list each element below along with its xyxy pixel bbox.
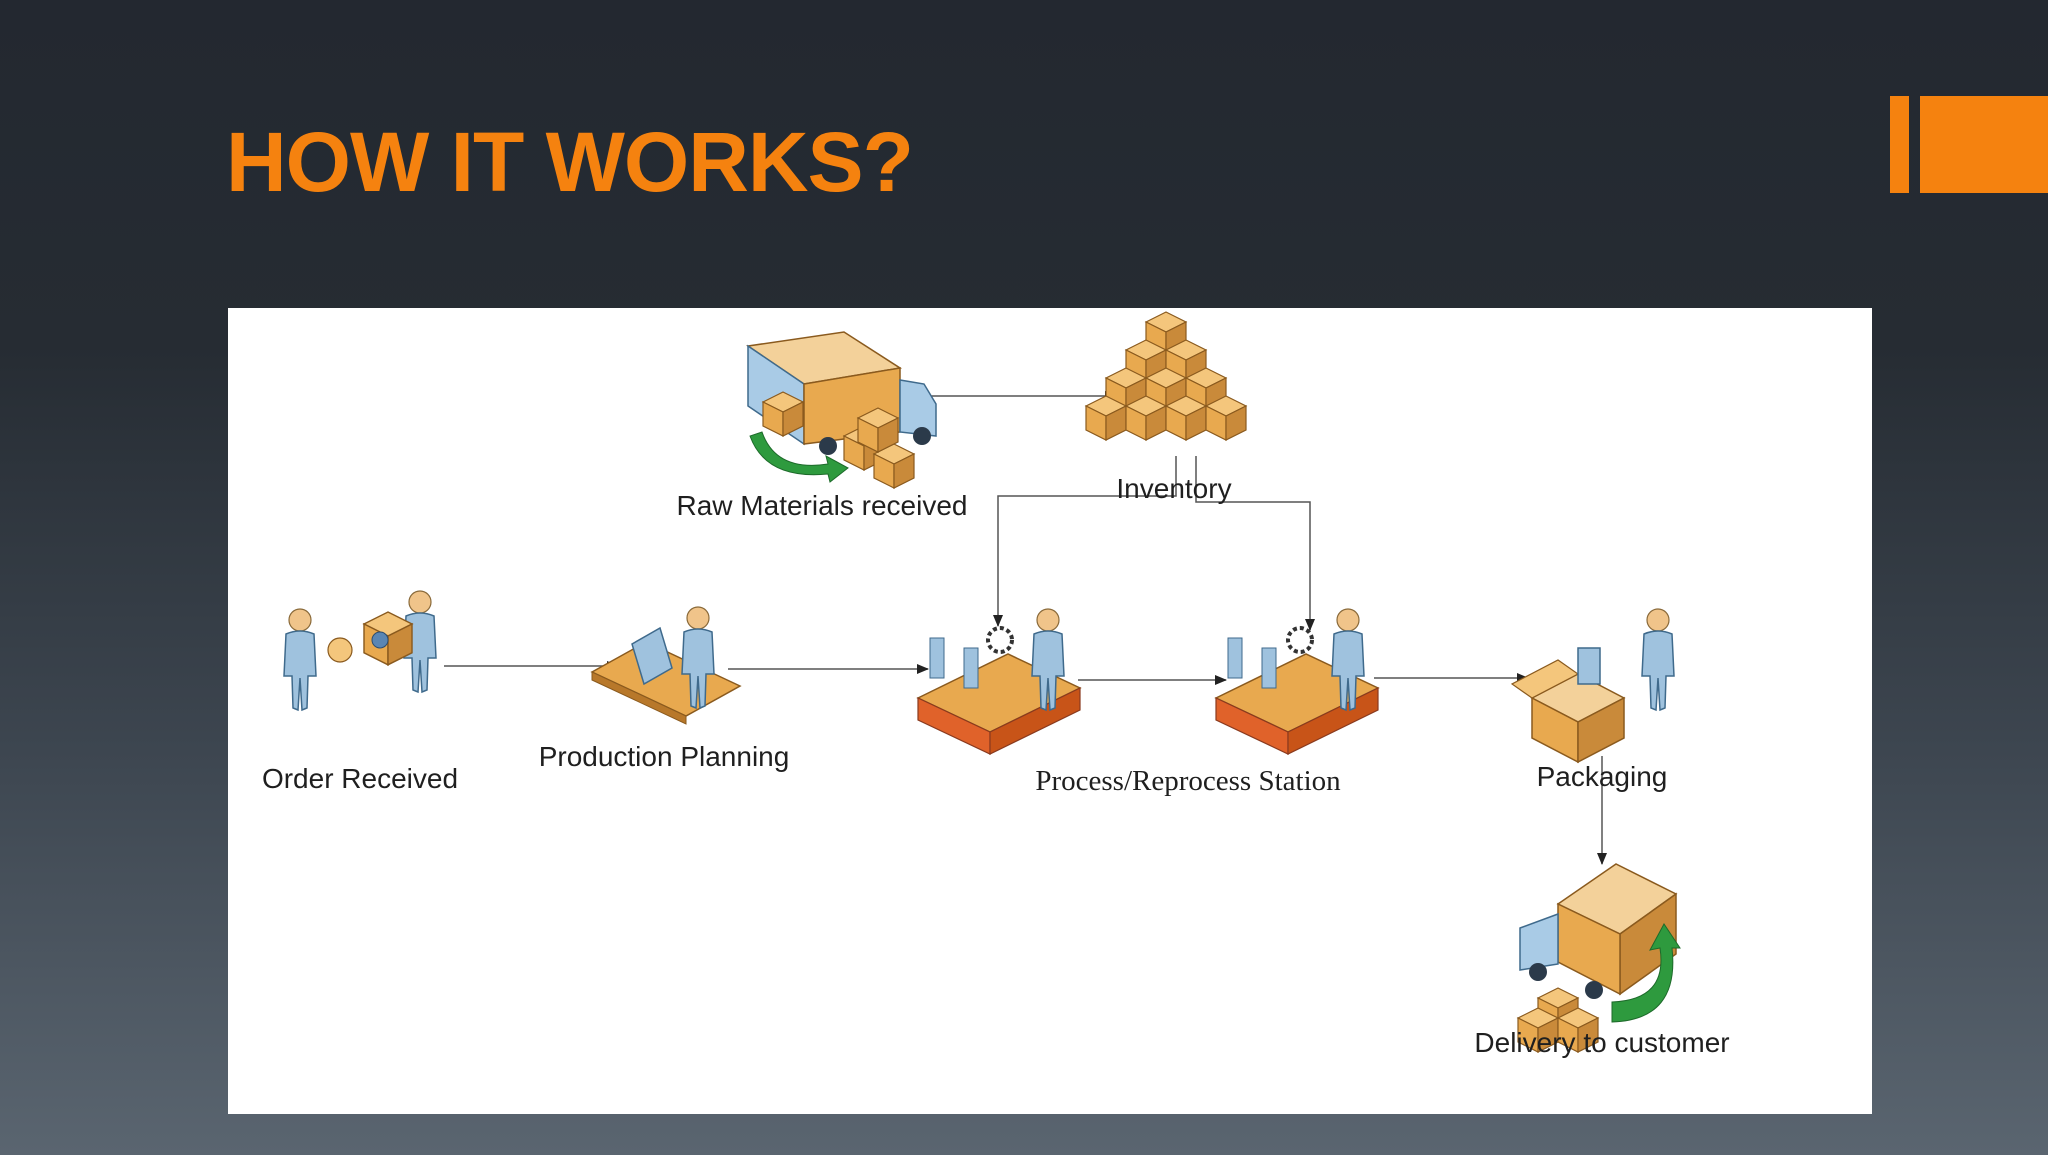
production-planning-icon: [590, 606, 742, 725]
process-station-icon-1: [916, 608, 1082, 755]
edge-inventory-to-process-1: [993, 456, 1177, 627]
label-inventory: Inventory: [1116, 473, 1231, 504]
edge-inventory-to-process-2: [1195, 456, 1315, 631]
delivery-truck-icon: [1517, 863, 1681, 1053]
packaging-icon: [1510, 608, 1675, 764]
label-order-received: Order Received: [262, 763, 458, 794]
workflow-diagram: Raw Materials received Inventory Order R…: [228, 308, 1872, 1114]
title-accent-bar-thin: [1890, 96, 1909, 193]
raw-materials-truck-icon: [745, 331, 937, 489]
inventory-boxes-icon: [1085, 311, 1247, 441]
label-packaging: Packaging: [1537, 761, 1668, 792]
title-accent-bar-block: [1920, 96, 2048, 193]
label-raw-materials: Raw Materials received: [677, 490, 968, 521]
order-received-icon: [283, 590, 437, 711]
label-production-planning: Production Planning: [539, 741, 790, 772]
slide-title: HOW IT WORKS?: [226, 115, 914, 209]
label-process-station: Process/Reprocess Station: [1035, 765, 1341, 797]
label-delivery: Delivery to customer: [1474, 1027, 1729, 1058]
workflow-diagram-canvas: Raw Materials received Inventory Order R…: [262, 311, 1730, 1058]
process-station-icon-2: [1214, 608, 1380, 755]
